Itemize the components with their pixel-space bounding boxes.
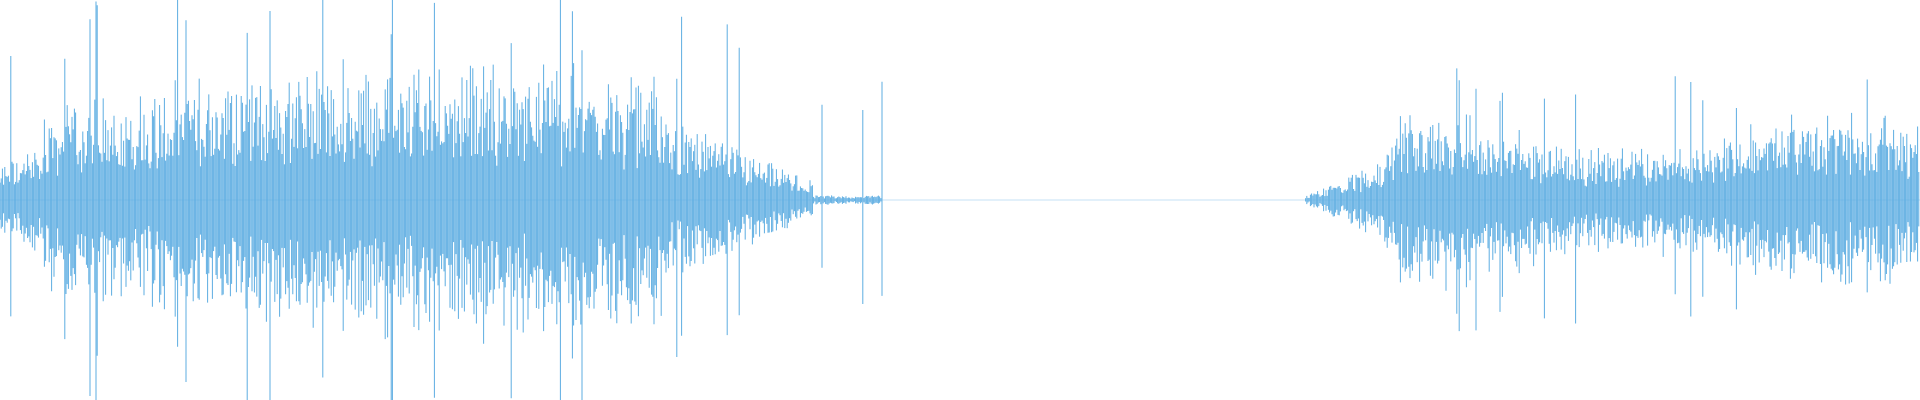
waveform-svg (0, 0, 1920, 400)
audio-waveform (0, 0, 1920, 400)
waveform-bars (0, 0, 1920, 400)
